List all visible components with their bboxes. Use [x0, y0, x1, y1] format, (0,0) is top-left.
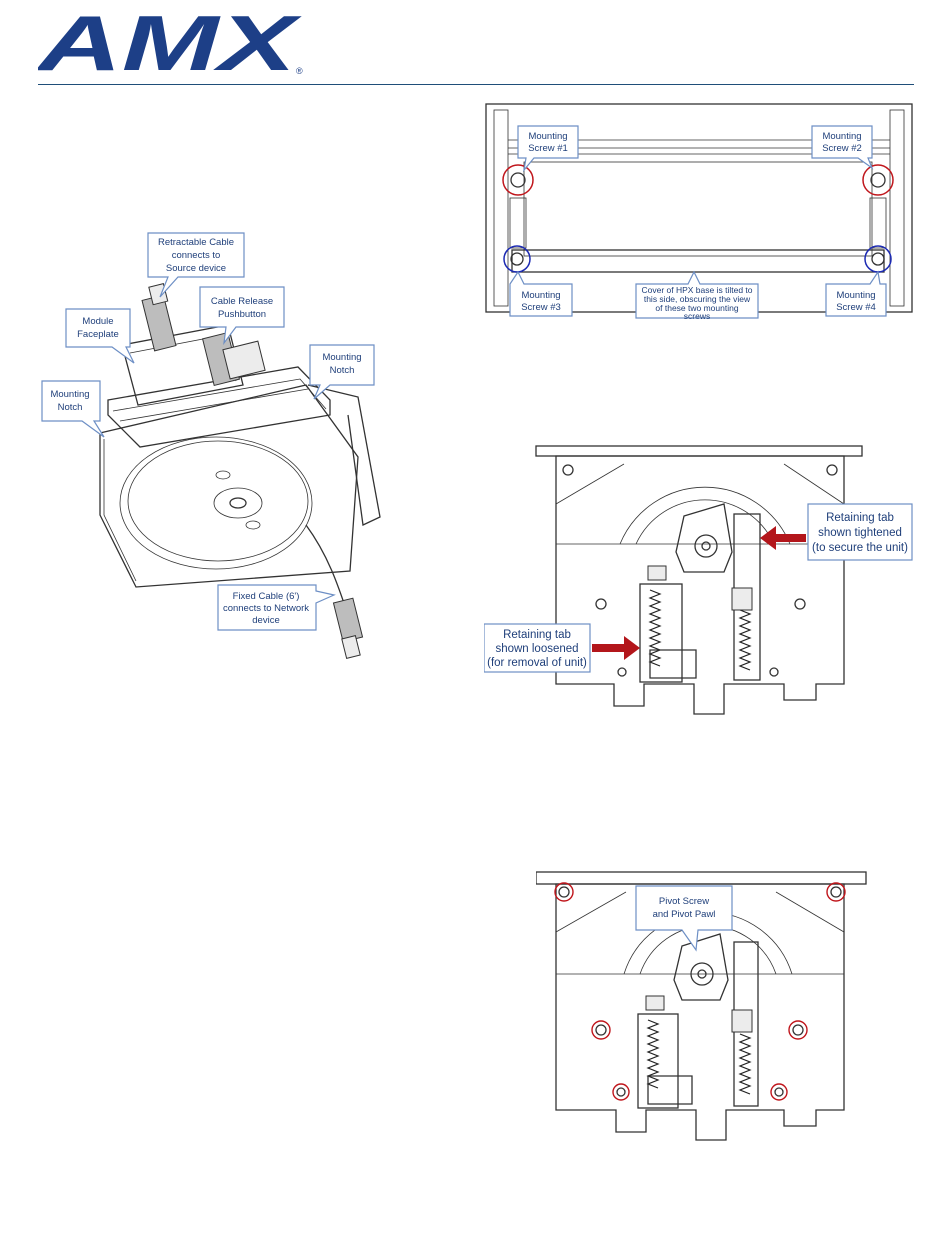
mounting-screw-4: [871, 252, 885, 266]
svg-text:Fixed Cable (6'): Fixed Cable (6'): [233, 591, 300, 602]
callout-retractable-cable: Retractable Cable connects to Source dev…: [147, 232, 245, 298]
callout-screw-2: Mounting Screw #2: [811, 125, 874, 170]
arrow-loosened: [592, 636, 640, 660]
svg-text:Mounting: Mounting: [50, 389, 89, 400]
callout-fixed-cable: Fixed Cable (6') connects to Network dev…: [217, 584, 336, 631]
screw-hole: [792, 1024, 804, 1036]
registered-mark: ®: [296, 66, 303, 76]
svg-text:Cover of HPX base is tilted to: Cover of HPX base is tilted to: [641, 285, 752, 295]
callout-pivot: Pivot Screw and Pivot Pawl: [635, 885, 733, 952]
svg-text:Faceplate: Faceplate: [77, 329, 119, 340]
mounting-screw-1: [510, 172, 526, 188]
svg-text:Screw #2: Screw #2: [822, 143, 862, 154]
svg-text:shown tightened: shown tightened: [818, 527, 902, 539]
mounting-screw-3: [510, 252, 524, 266]
top-flange: [535, 445, 863, 457]
mounting-screw-2: [870, 172, 886, 188]
svg-text:Screw #1: Screw #1: [528, 143, 568, 154]
housing: [555, 883, 845, 1141]
arrow-tightened: [760, 526, 806, 550]
svg-text:Source device: Source device: [166, 263, 226, 274]
svg-text:Mounting: Mounting: [521, 290, 560, 301]
svg-text:this side, obscuring the view: this side, obscuring the view: [644, 294, 751, 304]
svg-text:Mounting: Mounting: [322, 352, 361, 363]
screw-hole: [774, 1087, 784, 1097]
callout-screw-3: Mounting Screw #3: [509, 270, 573, 317]
marker-screw-3: [503, 245, 531, 273]
top-flange: [536, 871, 867, 885]
svg-text:connects to Network: connects to Network: [223, 603, 309, 614]
svg-text:connects to: connects to: [172, 250, 221, 261]
fixed-cable-plug: [332, 597, 364, 643]
svg-text:Mounting: Mounting: [528, 131, 567, 142]
marker-hole: [826, 882, 846, 902]
callout-mounting-notch-left: Mounting Notch: [41, 380, 105, 438]
callout-screw-4: Mounting Screw #4: [825, 270, 887, 317]
amx-logo: AMX ®: [38, 8, 303, 76]
svg-text:(for removal of unit): (for removal of unit): [487, 657, 587, 669]
figure-mounting-screws: Mounting Screw #1 Mounting Screw #2 Moun…: [484, 102, 914, 320]
figure-pivot-screw: Pivot Screw and Pivot Pawl: [536, 870, 868, 1142]
marker-hole: [591, 1020, 611, 1040]
svg-text:Retractable Cable: Retractable Cable: [158, 237, 234, 248]
callout-cover: Cover of HPX base is tilted to this side…: [635, 270, 759, 320]
marker-hole: [612, 1083, 630, 1101]
retaining-tab-left: [639, 583, 683, 683]
pivot-screw: [690, 962, 714, 986]
svg-text:of these two mounting: of these two mounting: [655, 303, 738, 313]
svg-text:device: device: [252, 615, 279, 626]
svg-text:Notch: Notch: [330, 365, 355, 376]
screw-hole: [830, 886, 842, 898]
logo-text: AMX: [38, 8, 302, 76]
callout-module-faceplate: Module Faceplate: [65, 308, 135, 364]
svg-text:(to secure the unit): (to secure the unit): [812, 542, 908, 554]
base-plate: [99, 384, 359, 588]
marker-screw-1: [502, 164, 534, 196]
svg-text:shown loosened: shown loosened: [495, 643, 578, 655]
pivot-pawl: [673, 933, 729, 1001]
marker-hole: [770, 1083, 788, 1101]
figure-module-assembly: Retractable Cable connects to Source dev…: [38, 225, 393, 675]
callout-tab-loosened: Retaining tab shown loosened (for remova…: [484, 623, 591, 673]
callout-cable-release: Cable Release Pushbutton: [199, 286, 285, 346]
figure-retaining-tabs: Retaining tab shown tightened (to secure…: [484, 444, 914, 716]
screw-hole: [616, 1087, 626, 1097]
marker-hole: [554, 882, 574, 902]
hpx-cover: [511, 249, 885, 273]
svg-text:Mounting: Mounting: [822, 131, 861, 142]
marker-screw-2: [862, 164, 894, 196]
svg-text:Notch: Notch: [58, 402, 83, 413]
callout-mounting-notch-right: Mounting Notch: [309, 344, 375, 400]
housing: [555, 455, 845, 715]
module-frame: [107, 366, 331, 448]
pivot-screw: [694, 534, 718, 558]
header-divider: [38, 84, 914, 85]
callout-screw-1: Mounting Screw #1: [517, 125, 579, 173]
svg-text:Pivot Screw: Pivot Screw: [659, 896, 709, 907]
base-disc: [119, 436, 313, 570]
screw-hole: [558, 886, 570, 898]
svg-text:Cable Release: Cable Release: [211, 296, 273, 307]
svg-text:Mounting: Mounting: [836, 290, 875, 301]
svg-text:and Pivot Pawl: and Pivot Pawl: [653, 909, 716, 920]
svg-text:screws: screws: [684, 311, 710, 320]
module-faceplate: [121, 324, 244, 406]
screw-hole: [595, 1024, 607, 1036]
pivot-pawl: [675, 503, 733, 573]
callout-tab-tightened: Retaining tab shown tightened (to secure…: [807, 503, 913, 561]
svg-text:Module: Module: [82, 316, 113, 327]
marker-hole: [788, 1020, 808, 1040]
svg-text:Screw #3: Screw #3: [521, 302, 561, 313]
svg-text:Retaining tab: Retaining tab: [826, 512, 894, 524]
svg-text:Screw #4: Screw #4: [836, 302, 876, 313]
retaining-tab-left: [637, 1013, 679, 1109]
svg-text:Retaining tab: Retaining tab: [503, 629, 571, 641]
svg-text:Pushbutton: Pushbutton: [218, 309, 266, 320]
